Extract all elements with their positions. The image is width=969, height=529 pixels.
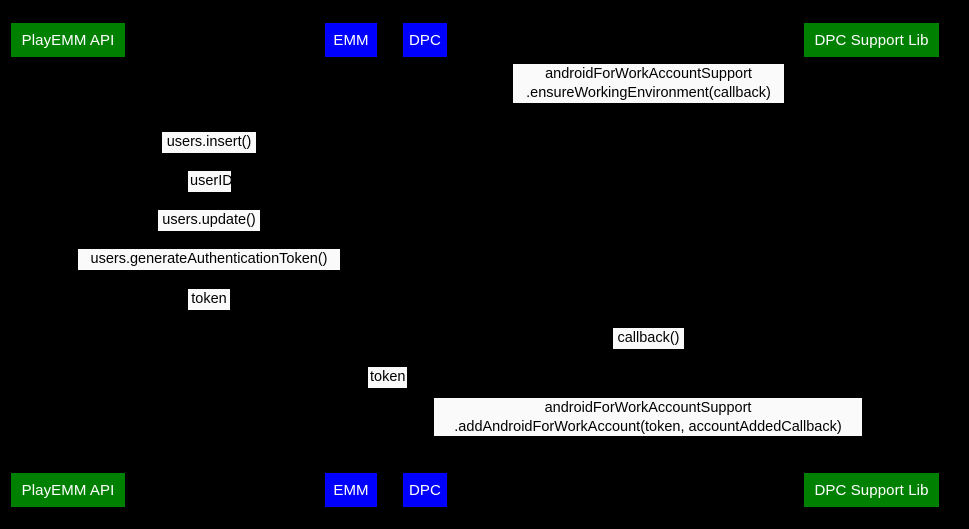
participant-dpc-support-lib-top[interactable]: DPC Support Lib xyxy=(804,23,939,57)
message-label-line: callback() xyxy=(617,330,680,346)
msg-ensure-working-environment[interactable]: androidForWorkAccountSupport .ensureWorki… xyxy=(513,64,784,103)
message-label-line: users.insert() xyxy=(166,134,252,150)
participant-label: DPC Support Lib xyxy=(814,31,929,49)
participant-dpc-support-lib-bottom[interactable]: DPC Support Lib xyxy=(804,473,939,507)
participant-dpc-bottom[interactable]: DPC xyxy=(403,473,447,507)
message-label-line: .addAndroidForWorkAccount(token, account… xyxy=(454,419,842,435)
message-label-line: token xyxy=(370,369,406,385)
participant-emm-bottom[interactable]: EMM xyxy=(325,473,377,507)
msg-add-android-for-work-account[interactable]: androidForWorkAccountSupport .addAndroidF… xyxy=(434,398,862,436)
message-label-line: androidForWorkAccountSupport xyxy=(545,66,752,82)
participant-label: PlayEMM API xyxy=(21,31,115,49)
participant-label: DPC xyxy=(409,481,441,499)
participant-playemm-api-top[interactable]: PlayEMM API xyxy=(11,23,125,57)
msg-token-to-emm[interactable]: token xyxy=(188,289,230,310)
msg-callback[interactable]: callback() xyxy=(613,328,684,349)
participant-dpc-top[interactable]: DPC xyxy=(403,23,447,57)
message-label-line: androidForWorkAccountSupport xyxy=(544,400,752,416)
msg-userid[interactable]: userID xyxy=(188,171,233,192)
msg-token-to-dpc[interactable]: token xyxy=(368,367,407,388)
participant-label: EMM xyxy=(333,31,369,49)
participant-label: PlayEMM API xyxy=(21,481,115,499)
participant-playemm-api-bottom[interactable]: PlayEMM API xyxy=(11,473,125,507)
message-label-line: userID xyxy=(190,173,233,189)
message-label-line: users.update() xyxy=(162,212,256,228)
msg-users-generate-authentication-token[interactable]: users.generateAuthenticationToken() xyxy=(78,249,340,270)
msg-users-update[interactable]: users.update() xyxy=(158,210,260,231)
message-label-line: token xyxy=(191,291,227,307)
participant-label: DPC xyxy=(409,31,441,49)
participant-emm-top[interactable]: EMM xyxy=(325,23,377,57)
participant-label: DPC Support Lib xyxy=(814,481,929,499)
participant-label: EMM xyxy=(333,481,369,499)
message-label-line: users.generateAuthenticationToken() xyxy=(90,251,328,267)
message-label-line: .ensureWorkingEnvironment(callback) xyxy=(526,85,771,101)
msg-users-insert[interactable]: users.insert() xyxy=(162,132,256,153)
